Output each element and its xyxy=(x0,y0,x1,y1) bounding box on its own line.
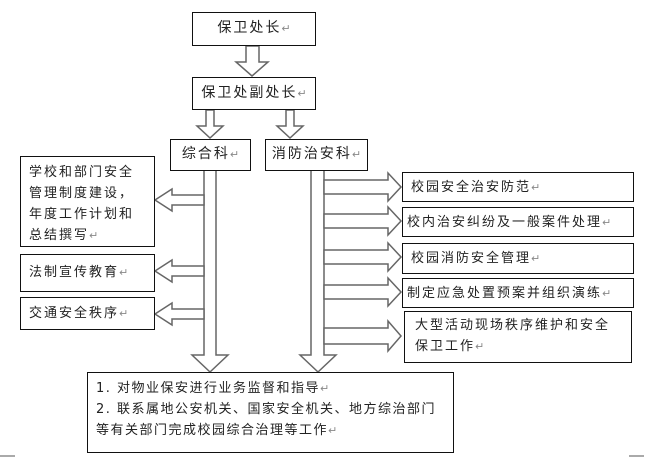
arrow-fire-duty-4 xyxy=(323,276,403,308)
page-corner-mark-left xyxy=(0,455,15,457)
fire-duty-1-text: 校园安全治安防范 xyxy=(411,180,532,195)
arrow-fire-to-shared xyxy=(298,169,338,374)
arrow-general-to-shared xyxy=(190,169,230,374)
node-general-section-label: 综合科 xyxy=(181,146,230,162)
shared-duty-2: 2. 联系属地公安机关、国家安全机关、地方综治部门等有关部门完成校园综合治理等工… xyxy=(96,399,445,441)
arrow-deputy-to-fire xyxy=(275,109,305,140)
fire-duty-5-text: 大型活动现场秩序维护和安全保卫工作 xyxy=(415,318,611,354)
fire-duty-1: 校园安全治安防范↵ xyxy=(402,172,634,202)
fire-duty-3: 校园消防安全管理↵ xyxy=(402,243,634,274)
node-fire-security-section: 消防治安科↵ xyxy=(265,139,368,171)
node-general-section: 综合科↵ xyxy=(170,139,251,171)
paragraph-mark-icon: ↵ xyxy=(531,252,541,265)
shared-duty-1: 1. 对物业保安进行业务监督和指导↵ xyxy=(96,378,445,399)
fire-duty-2-text: 校内治安纠纷及一般案件处理 xyxy=(407,215,603,230)
node-director-label: 保卫处长 xyxy=(217,20,282,36)
paragraph-mark-icon: ↵ xyxy=(229,148,240,161)
general-duty-2: 法制宣传教育↵ xyxy=(20,254,155,292)
arrow-fire-duty-2 xyxy=(323,205,403,237)
paragraph-mark-icon: ↵ xyxy=(119,266,129,279)
node-director: 保卫处长↵ xyxy=(192,12,316,46)
paragraph-mark-icon: ↵ xyxy=(297,87,307,100)
general-duty-3-text: 交通安全秩序 xyxy=(29,306,120,321)
node-fire-security-section-label: 消防治安科 xyxy=(271,146,352,162)
arrow-fire-duty-5 xyxy=(323,318,402,354)
general-duty-3: 交通安全秩序↵ xyxy=(20,297,155,330)
paragraph-mark-icon: ↵ xyxy=(281,22,291,35)
general-duty-1-text: 学校和部门安全管理制度建设，年度工作计划和总结撰写 xyxy=(29,165,135,243)
paragraph-mark-icon: ↵ xyxy=(531,181,541,194)
paragraph-mark-icon: ↵ xyxy=(475,340,485,353)
paragraph-mark-icon: ↵ xyxy=(602,216,612,229)
arrow-fire-duty-3 xyxy=(323,241,403,273)
general-duty-2-text: 法制宣传教育 xyxy=(29,265,120,280)
shared-duty-1-text: 1. 对物业保安进行业务监督和指导 xyxy=(96,381,321,396)
paragraph-mark-icon: ↵ xyxy=(119,307,129,320)
paragraph-mark-icon: ↵ xyxy=(602,287,612,300)
shared-duty-2-text: 2. 联系属地公安机关、国家安全机关、地方综治部门等有关部门完成校园综合治理等工… xyxy=(96,402,437,438)
fire-duty-5: 大型活动现场秩序维护和安全保卫工作↵ xyxy=(404,311,632,363)
paragraph-mark-icon: ↵ xyxy=(351,148,362,161)
shared-duties-box: 1. 对物业保安进行业务监督和指导↵ 2. 联系属地公安机关、国家安全机关、地方… xyxy=(87,372,454,453)
fire-duty-3-text: 校园消防安全管理 xyxy=(411,251,532,266)
node-deputy-director: 保卫处副处长↵ xyxy=(192,77,316,110)
paragraph-mark-icon: ↵ xyxy=(320,382,330,395)
arrow-deputy-to-general xyxy=(195,109,225,140)
fire-duty-4-text: 制定应急处置预案并组织演练 xyxy=(407,286,603,301)
general-duty-1: 学校和部门安全管理制度建设，年度工作计划和总结撰写↵ xyxy=(20,156,155,247)
paragraph-mark-icon: ↵ xyxy=(89,229,99,242)
arrow-director-to-deputy xyxy=(234,45,270,77)
arrow-general-duty-3 xyxy=(153,301,205,327)
page-corner-mark-right xyxy=(629,455,644,457)
fire-duty-2: 校内治安纠纷及一般案件处理↵ xyxy=(402,207,634,237)
fire-duty-4: 制定应急处置预案并组织演练↵ xyxy=(402,278,634,308)
node-deputy-director-label: 保卫处副处长 xyxy=(201,85,298,101)
arrow-general-duty-1 xyxy=(153,187,205,213)
arrow-fire-duty-1 xyxy=(323,171,403,203)
paragraph-mark-icon: ↵ xyxy=(328,424,338,437)
arrow-general-duty-2 xyxy=(153,258,205,284)
